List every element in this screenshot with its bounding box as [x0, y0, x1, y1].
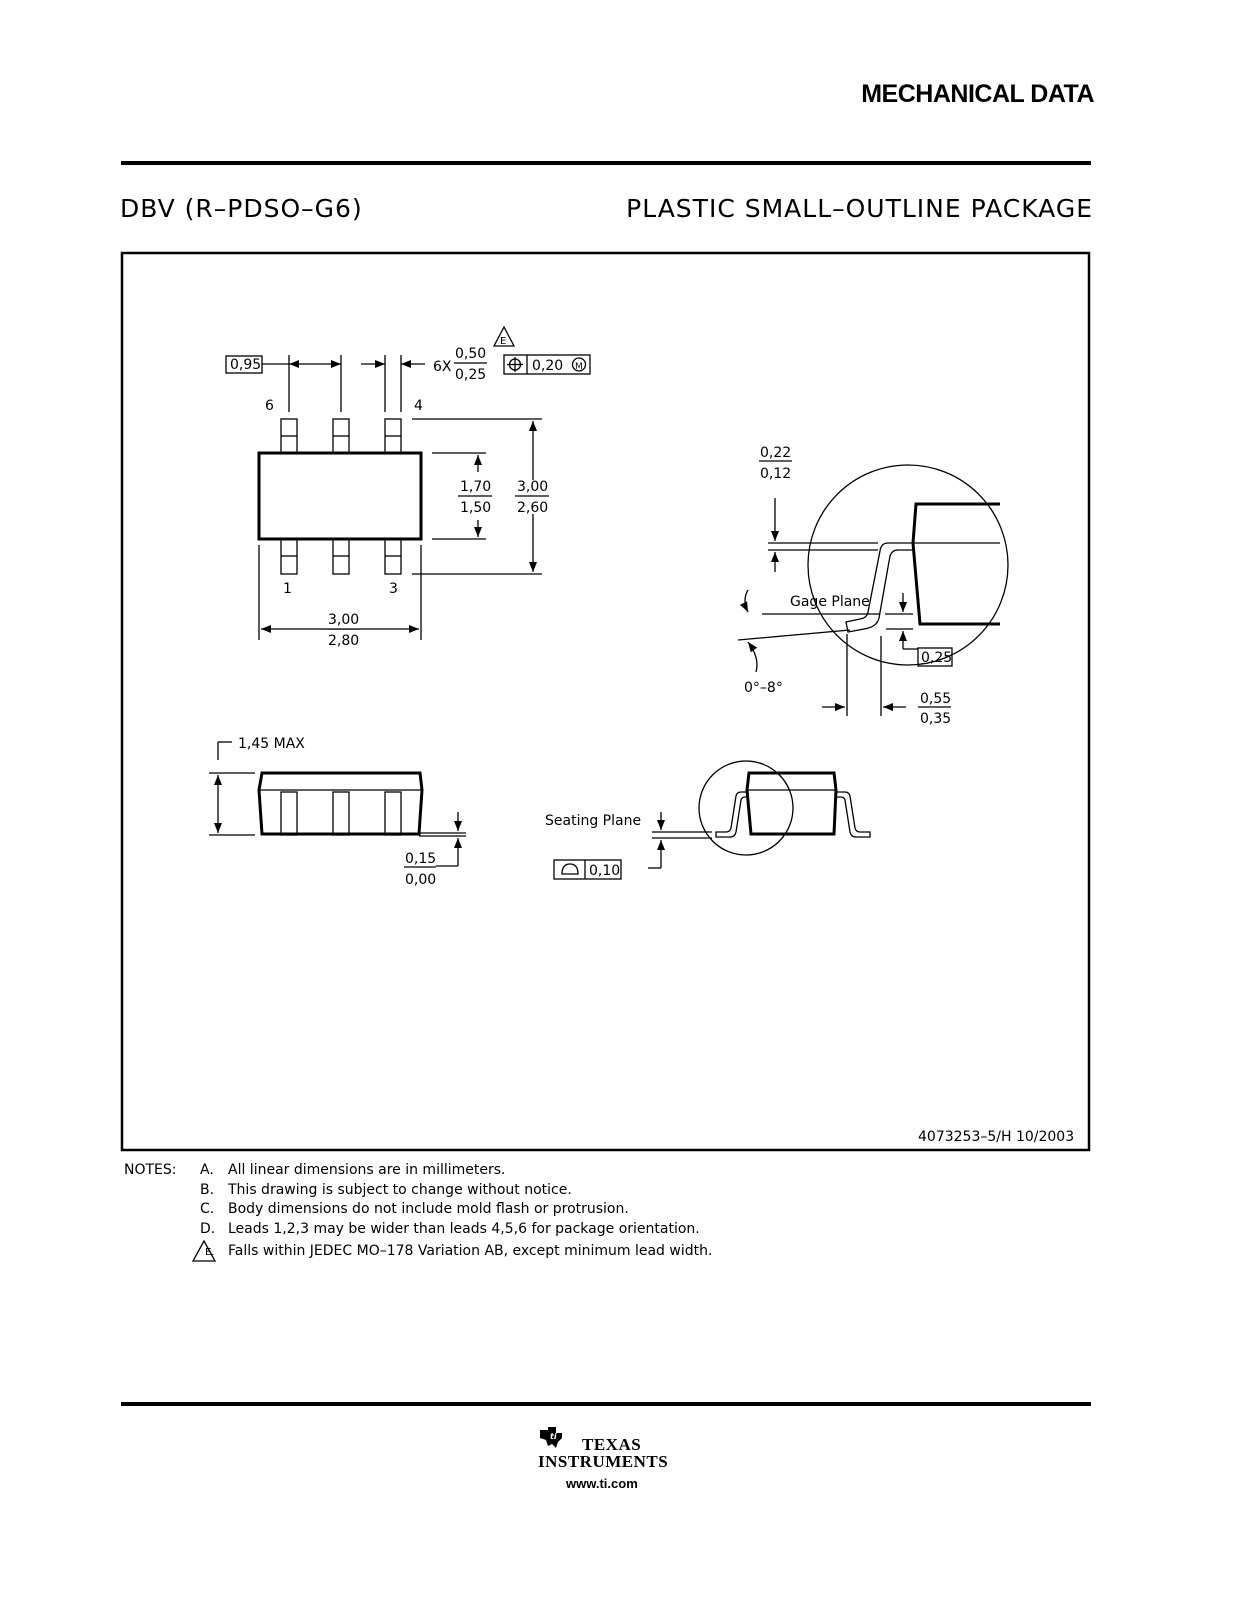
lead-width-max: 0,50 — [455, 346, 486, 362]
pin-4-label: 4 — [414, 398, 423, 414]
body-width-max: 1,70 — [460, 479, 491, 495]
drawing-frame — [120, 251, 1091, 1152]
overall-width-min: 2,60 — [517, 500, 548, 516]
gage-plane-label: Gage Plane — [790, 594, 870, 610]
detail-lead — [845, 542, 913, 633]
seated-view — [553, 760, 871, 880]
package-code: DBV (R–PDSO–G6) — [120, 194, 363, 223]
coplanarity-value: 0,10 — [589, 863, 620, 879]
standoff-min: 0,00 — [405, 872, 436, 888]
package-body — [257, 451, 423, 541]
ti-logo-icon: ti — [540, 1427, 562, 1448]
note-e-triangle-icon — [492, 325, 516, 347]
foot-length-max: 0,55 — [920, 691, 951, 707]
note-b: B.This drawing is subject to change with… — [200, 1181, 572, 1198]
package-name: PLASTIC SMALL–OUTLINE PACKAGE — [626, 194, 1093, 223]
lead-thickness-max: 0,22 — [760, 445, 791, 461]
standoff-max: 0,15 — [405, 851, 436, 867]
side-view — [209, 741, 466, 868]
top-view — [225, 325, 591, 640]
max-material-label: M — [575, 362, 583, 372]
detail-view — [737, 460, 1009, 716]
length-max: 3,00 — [328, 612, 359, 628]
position-tolerance-frame — [503, 354, 591, 375]
header-rule — [121, 161, 1091, 165]
side-body — [257, 771, 424, 836]
lead-width-min: 0,25 — [455, 367, 486, 383]
pitch-box — [225, 355, 263, 374]
seated-body — [745, 771, 838, 836]
length-min: 2,80 — [328, 633, 359, 649]
pitch-value: 0,95 — [230, 357, 261, 373]
seated-detail-circle — [698, 760, 794, 856]
profile-surface-icon — [561, 863, 579, 875]
note-d: D.Leads 1,2,3 may be wider than leads 4,… — [200, 1220, 700, 1237]
detail-circle — [807, 464, 1009, 666]
body-width-min: 1,50 — [460, 500, 491, 516]
logo-word-instruments: INSTRUMENTS — [538, 1452, 669, 1471]
pin-3-label: 3 — [389, 581, 398, 597]
overall-width-max: 3,00 — [517, 479, 548, 495]
footer-rule — [121, 1402, 1091, 1406]
angle-label: 0°–8° — [744, 680, 783, 696]
footer-url[interactable]: www.ti.com — [566, 1476, 638, 1491]
note-c: C.Body dimensions do not include mold fl… — [200, 1201, 629, 1217]
notes-label: NOTES: — [124, 1162, 177, 1178]
gage-plane-value: 0,25 — [921, 650, 952, 666]
note-a: A.All linear dimensions are in millimete… — [200, 1162, 506, 1178]
pin-1-label: 1 — [283, 581, 292, 597]
max-material-icon — [571, 357, 587, 372]
svg-text:ti: ti — [550, 1432, 557, 1441]
logo-word-texas: TEXAS — [582, 1435, 642, 1454]
drawing-number: 4073253–5/H 10/2003 — [918, 1129, 1074, 1145]
note-marker-e: E — [500, 336, 506, 347]
lead-thickness-min: 0,12 — [760, 466, 791, 482]
lead-width-prefix: 6X — [433, 359, 452, 375]
pin-6-label: 6 — [265, 398, 274, 414]
coplanarity-frame — [553, 859, 622, 880]
position-tolerance-value: 0,20 — [532, 358, 563, 374]
gage-plane-box — [917, 647, 953, 667]
section-title: MECHANICAL DATA — [861, 80, 1094, 108]
detail-body-edge — [911, 502, 1000, 626]
note-e-marker-icon — [191, 1239, 217, 1262]
height-label: 1,45 MAX — [238, 736, 305, 752]
seating-plane-label: Seating Plane — [545, 813, 641, 829]
foot-length-min: 0,35 — [920, 711, 951, 727]
note-e: E.Falls within JEDEC MO–178 Variation AB… — [205, 1243, 713, 1259]
